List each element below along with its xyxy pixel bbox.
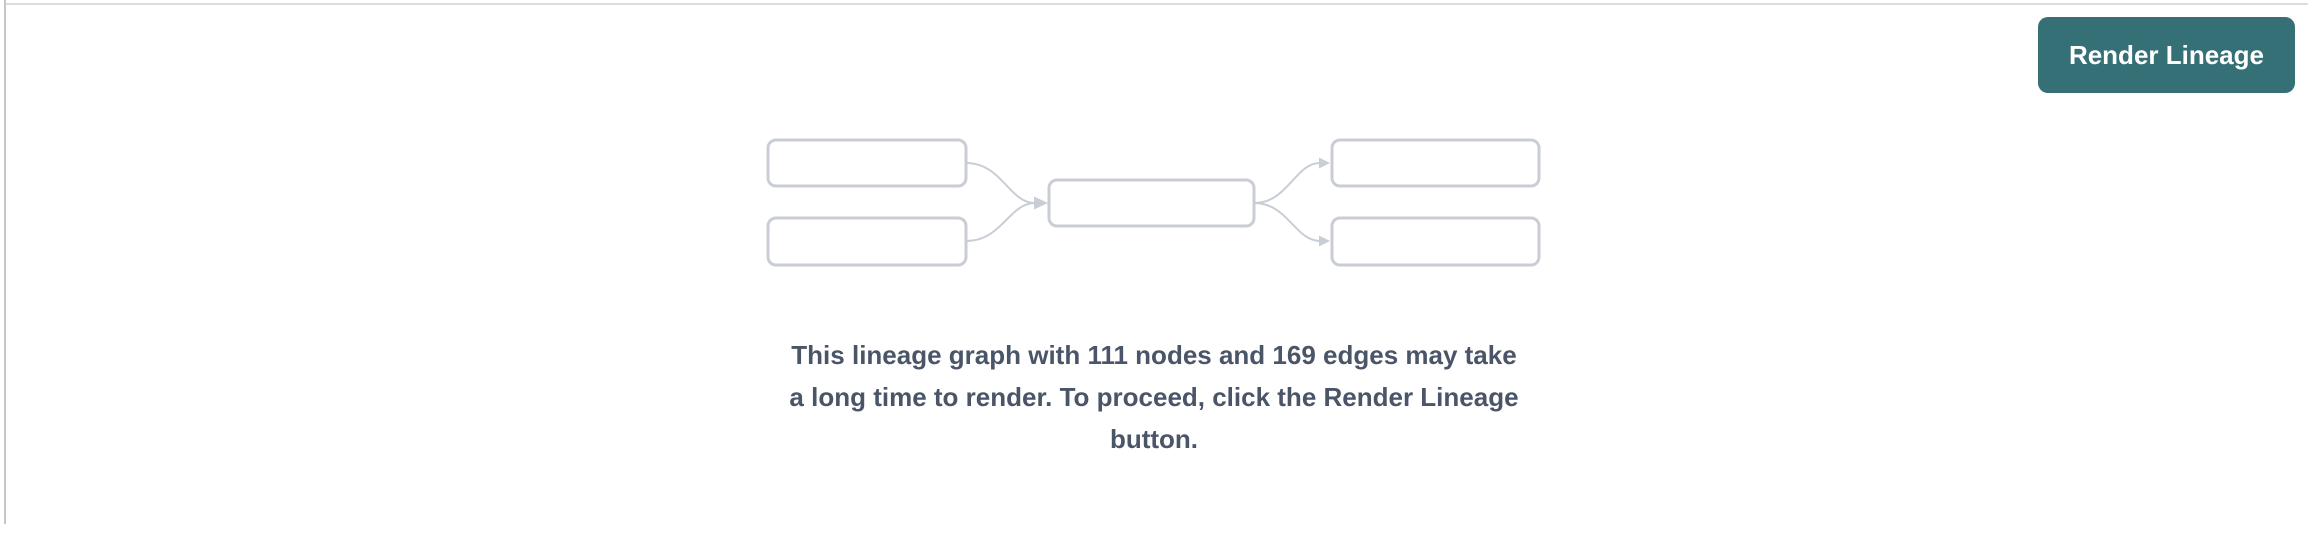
- render-lineage-button[interactable]: Render Lineage: [2037, 17, 2295, 93]
- preview-edge-downstream-bottom: [1253, 202, 1321, 242]
- panel-top-border: [4, 3, 2308, 5]
- preview-node-center: [1047, 178, 1256, 228]
- arrowhead-right-icon: [1034, 196, 1048, 210]
- arrowhead-right-icon: [1319, 235, 1330, 247]
- message-line: a long time to render. To proceed, click…: [789, 382, 1519, 412]
- arrowhead-right-icon: [1319, 157, 1330, 169]
- preview-edge-upstream-bottom: [965, 202, 1036, 242]
- preview-node-upstream-top: [766, 138, 968, 188]
- message-line: This lineage graph with 111 nodes and 16…: [791, 340, 1517, 370]
- panel-left-border: [4, 0, 6, 524]
- preview-edge-downstream-top: [1253, 162, 1321, 204]
- lineage-preview-illustration: [766, 138, 1541, 267]
- preview-edge-upstream-top: [965, 162, 1036, 204]
- message-line: button.: [1109, 424, 1199, 454]
- render-warning-message: This lineage graph with 111 nodes and 16…: [789, 334, 1518, 460]
- preview-node-downstream-top: [1330, 138, 1541, 188]
- preview-node-upstream-bottom: [766, 216, 968, 267]
- preview-node-downstream-bottom: [1330, 216, 1541, 267]
